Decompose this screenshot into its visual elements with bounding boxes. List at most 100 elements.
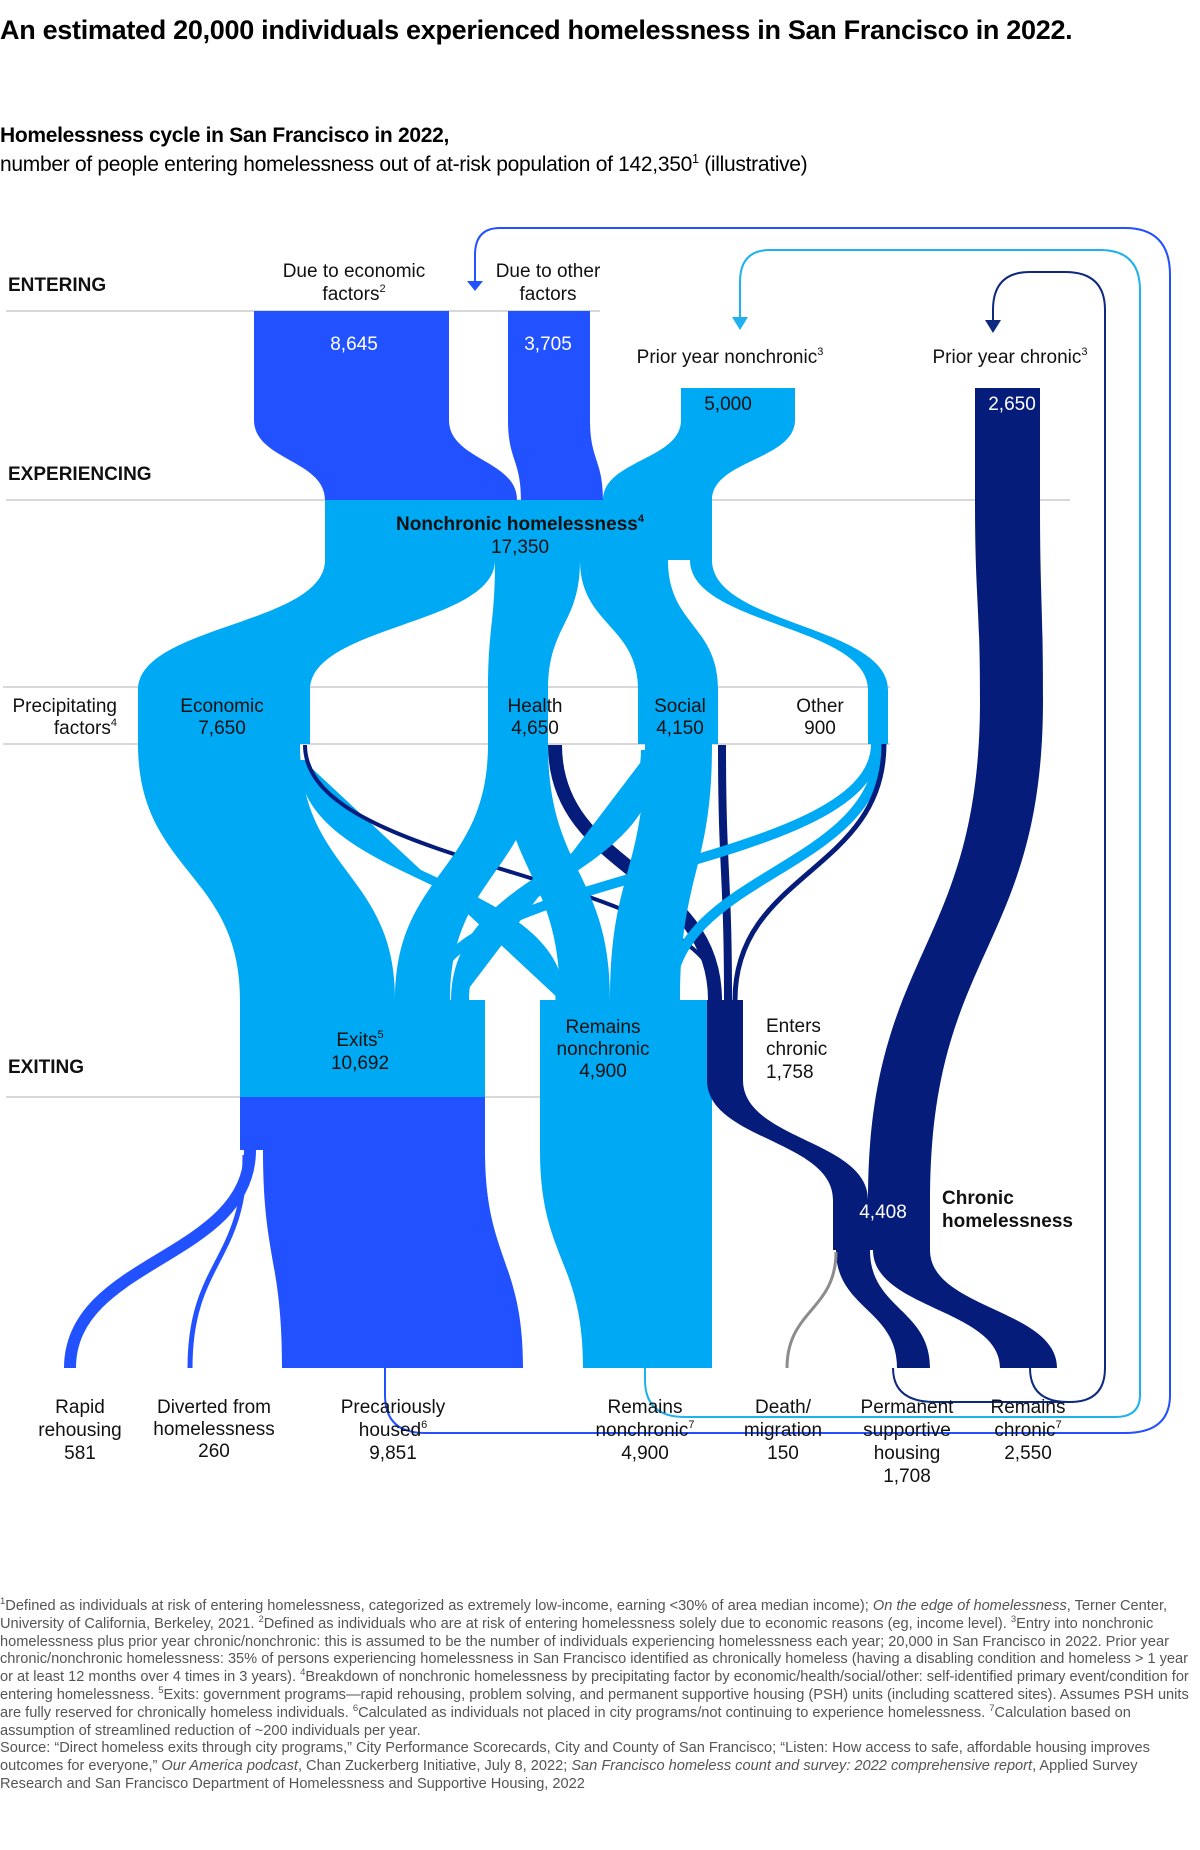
flow-economic-to-exits bbox=[138, 744, 395, 1000]
label-death-1: Death/ bbox=[755, 1397, 812, 1418]
label-remains-chronic-1: Remains bbox=[991, 1397, 1066, 1418]
label-psh-3: housing bbox=[874, 1443, 941, 1464]
label-psh-2: supportive bbox=[863, 1420, 951, 1441]
flow-chronic-to-death bbox=[785, 1251, 838, 1369]
value-precarious: 9,851 bbox=[369, 1443, 417, 1464]
stage-precipitating-line1: Precipitating bbox=[12, 696, 117, 717]
homelessness-sankey-diagram: ENTERING EXPERIENCING Precipitating fact… bbox=[3, 227, 1171, 1487]
flow-exits-to-diverted bbox=[187, 1154, 248, 1369]
flow-chronic-to-remains bbox=[873, 1250, 1057, 1368]
flow-social-to-exits bbox=[451, 749, 659, 1001]
label-due-economic-1: Due to economic bbox=[283, 261, 426, 282]
flow-nonchronic-to-social bbox=[580, 560, 718, 690]
flow-remains-nc bbox=[540, 1150, 712, 1368]
label-nonchronic: Nonchronic homelessness4 bbox=[396, 513, 645, 535]
subtitle-tail: (illustrative) bbox=[698, 153, 808, 176]
node-labels: Due to economic factors2 8,645 Due to ot… bbox=[38, 261, 1087, 1487]
flow-other-to-remains bbox=[665, 743, 885, 1001]
loop-remains-chronic-to-prior bbox=[1029, 1367, 1069, 1403]
label-remains-nc-1: Remains bbox=[608, 1397, 683, 1418]
label-precarious-2: housed6 bbox=[359, 1419, 427, 1441]
chart-subtitle-description: number of people entering homelessness o… bbox=[0, 153, 808, 177]
label-enters-chronic-2: chronic bbox=[766, 1039, 827, 1060]
value-remains-mid: 4,900 bbox=[579, 1061, 627, 1082]
value-rapid: 581 bbox=[64, 1443, 96, 1464]
value-diverted: 260 bbox=[198, 1441, 230, 1462]
node-social bbox=[638, 690, 718, 744]
label-prior-nonchronic: Prior year nonchronic3 bbox=[637, 346, 824, 368]
flow-other-to-chronic bbox=[732, 743, 887, 1001]
node-other bbox=[868, 690, 888, 744]
label-remains-nc-2: nonchronic7 bbox=[595, 1419, 694, 1441]
flow-nonchronic-to-economic bbox=[138, 560, 495, 690]
flow-exits-to-precarious bbox=[263, 1150, 523, 1368]
flow-due-economic-to-nonchronic bbox=[254, 420, 517, 500]
stage-labels: ENTERING EXPERIENCING Precipitating fact… bbox=[8, 275, 152, 1078]
flow-nonchronic-to-other bbox=[690, 560, 888, 690]
value-health: 4,650 bbox=[511, 718, 559, 739]
value-psh: 1,708 bbox=[883, 1466, 931, 1487]
flow-nonchronic-to-health bbox=[488, 560, 580, 690]
label-enters-chronic-1: Enters bbox=[766, 1016, 821, 1037]
stage-entering: ENTERING bbox=[8, 275, 106, 296]
label-diverted-2: homelessness bbox=[153, 1419, 274, 1440]
label-chronic-1: Chronic bbox=[942, 1188, 1014, 1209]
label-rapid-2: rehousing bbox=[38, 1420, 121, 1441]
flow-social-to-chronic bbox=[718, 744, 732, 1001]
loop-psh-to-prior-chronic bbox=[892, 271, 1106, 1403]
value-prior-chronic: 2,650 bbox=[988, 394, 1036, 415]
arrowhead-economic bbox=[467, 281, 483, 291]
flow-due-other-to-nonchronic bbox=[508, 420, 603, 500]
flow-ribbons bbox=[64, 311, 1057, 1369]
subtitle-text: number of people entering homelessness o… bbox=[0, 153, 692, 176]
flow-prior-chronic bbox=[975, 388, 1043, 700]
value-due-economic: 8,645 bbox=[330, 334, 378, 355]
stage-exiting: EXITING bbox=[8, 1057, 84, 1078]
loop-remains-nonchronic-to-prior bbox=[644, 249, 1141, 1418]
loop-arrows bbox=[384, 227, 1171, 1434]
label-due-other-2: factors bbox=[519, 284, 576, 305]
value-enters-chronic: 1,758 bbox=[766, 1062, 814, 1083]
label-precarious-1: Precariously bbox=[341, 1397, 446, 1418]
flow-due-economic-rect bbox=[254, 311, 449, 420]
source-text: Source: “Direct homeless exits through c… bbox=[0, 1740, 1150, 1792]
node-remains-mid bbox=[540, 1000, 712, 1150]
node-economic bbox=[138, 690, 310, 744]
label-due-other-1: Due to other bbox=[496, 261, 601, 282]
node-health bbox=[488, 690, 548, 744]
label-psh-1: Permanent bbox=[861, 1397, 955, 1418]
label-chronic-2: homelessness bbox=[942, 1211, 1073, 1232]
node-chronic bbox=[833, 1200, 930, 1250]
label-prior-chronic: Prior year chronic3 bbox=[932, 346, 1087, 368]
value-death: 150 bbox=[767, 1443, 799, 1464]
label-remains-chronic-2: chronic7 bbox=[994, 1419, 1061, 1441]
flow-prior-chronic-to-chronic bbox=[868, 700, 1043, 1200]
loop-precarious-to-entering bbox=[384, 227, 1171, 1434]
chart-subtitle: Homelessness cycle in San Francisco in 2… bbox=[0, 124, 450, 147]
stage-experiencing: EXPERIENCING bbox=[8, 464, 152, 485]
footnote-text: 1Defined as individuals at risk of enter… bbox=[0, 1596, 1189, 1739]
value-economic: 7,650 bbox=[198, 718, 246, 739]
label-exits: Exits5 bbox=[336, 1029, 383, 1051]
value-remains-chronic: 2,550 bbox=[1004, 1443, 1052, 1464]
flow-economic-to-chronic bbox=[303, 744, 722, 1001]
value-exits: 10,692 bbox=[331, 1053, 389, 1074]
flow-prior-nonchronic-to-nonchronic bbox=[603, 420, 795, 500]
flow-exits-to-rapid bbox=[64, 1149, 256, 1369]
flow-prior-nonchronic-rect bbox=[681, 388, 795, 420]
value-nonchronic: 17,350 bbox=[491, 537, 549, 558]
page-title: An estimated 20,000 individuals experien… bbox=[0, 15, 1073, 45]
label-remains-mid-1: Remains bbox=[566, 1017, 641, 1038]
node-exits bbox=[240, 1000, 485, 1097]
label-social: Social bbox=[654, 696, 706, 717]
label-economic: Economic bbox=[180, 696, 263, 717]
value-prior-nonchronic: 5,000 bbox=[704, 394, 752, 415]
stage-precipitating-line2: factors4 bbox=[54, 717, 117, 739]
flow-enters-chronic bbox=[707, 1000, 868, 1200]
label-diverted-1: Diverted from bbox=[157, 1397, 271, 1418]
flow-due-other-rect bbox=[508, 311, 590, 420]
label-death-2: migration bbox=[744, 1420, 822, 1441]
label-remains-mid-2: nonchronic bbox=[557, 1039, 650, 1060]
flow-chronic-to-psh bbox=[836, 1250, 930, 1368]
value-other: 900 bbox=[804, 718, 836, 739]
